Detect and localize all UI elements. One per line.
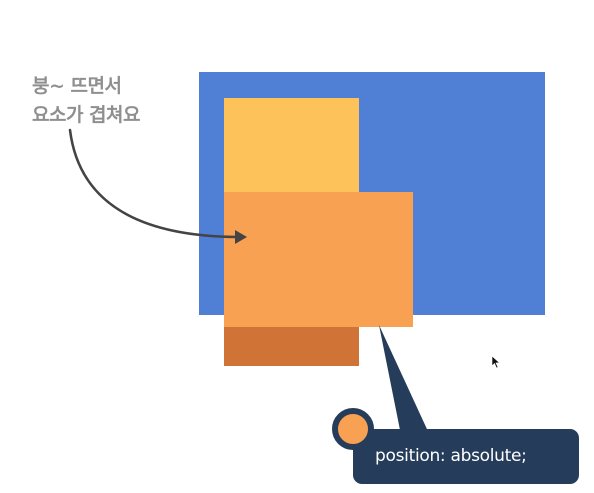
absolute-box-orange <box>224 192 413 327</box>
child-box-yellow <box>224 98 359 192</box>
circle-badge-icon <box>332 408 374 450</box>
callout-box: position: absolute; <box>353 429 579 484</box>
callout-text: position: absolute; <box>375 446 527 466</box>
annotation-line-2: 요소가 겹쳐요 <box>32 104 141 126</box>
mouse-cursor-icon <box>491 355 501 369</box>
annotation-text: 붕~ 뜨면서 요소가 겹쳐요 <box>32 72 141 130</box>
callout-pointer <box>379 325 432 440</box>
annotation-line-1: 붕~ 뜨면서 <box>32 75 122 97</box>
